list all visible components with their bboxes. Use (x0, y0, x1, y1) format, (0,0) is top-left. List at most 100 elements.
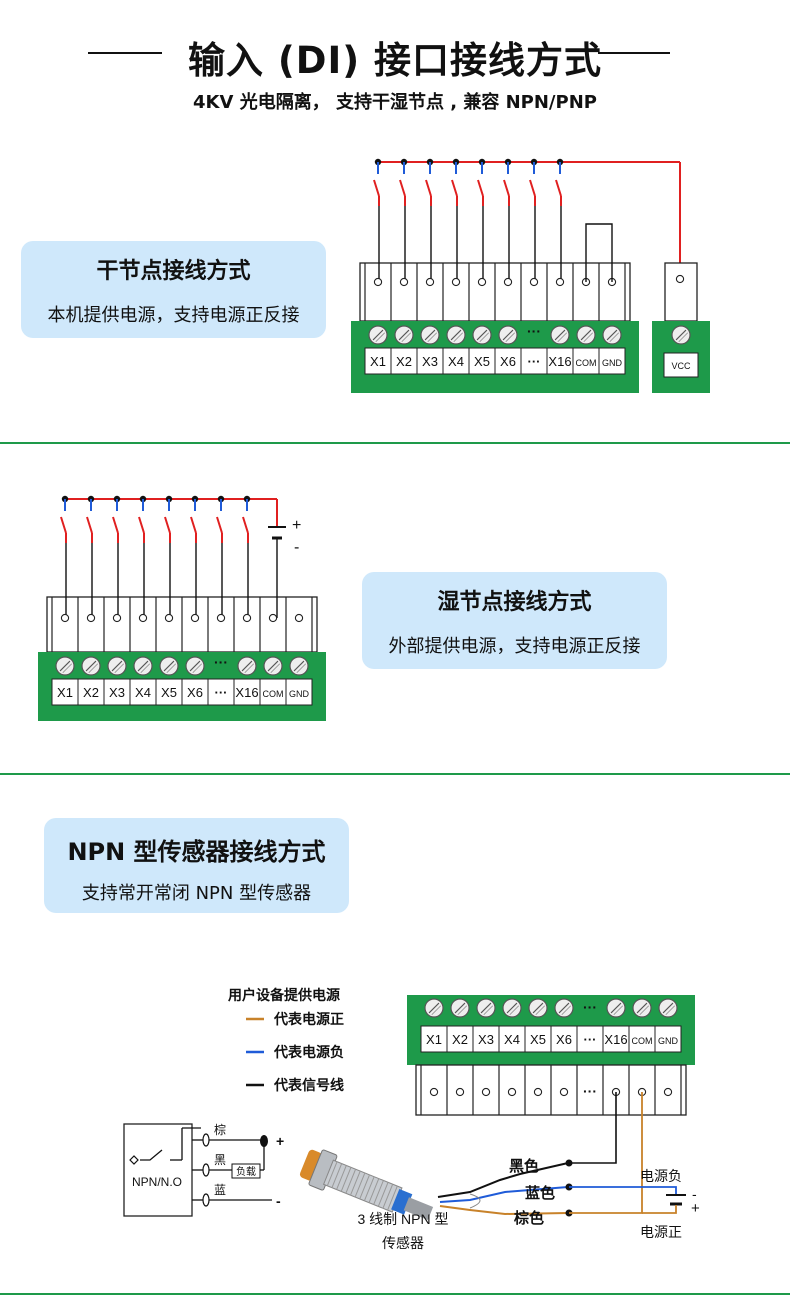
dry-com-gnd-jumper (585, 223, 613, 282)
terminal-hole (429, 1087, 439, 1097)
screw-slot (375, 332, 386, 343)
terminal-hole (529, 277, 539, 287)
terminal-hole (216, 613, 226, 623)
dry-switch-1-blade (373, 179, 380, 197)
terminal-hole (373, 277, 383, 287)
terminal-label-com: COM (263, 689, 284, 699)
power-pos-label: 电源正 (640, 1224, 682, 1240)
screw-slot (114, 663, 125, 674)
wet-switch-5-blade (164, 516, 171, 534)
npn-terminal-label-x3: X3 (478, 1032, 494, 1047)
wire-label-brown: 棕色 (514, 1209, 544, 1227)
sensor-thread (382, 1183, 394, 1209)
dry-contact-desc: 本机提供电源，支持电源正反接 (47, 305, 300, 326)
sensor-thread (326, 1161, 338, 1187)
wet-contact-title: 湿节点接线方式 (437, 590, 592, 615)
terminal-screw (394, 325, 414, 345)
npn-terminal-label-x4: X4 (504, 1032, 520, 1047)
dry-switch-6-blade (503, 179, 510, 197)
legend-text: 代表电源正 (273, 1011, 344, 1027)
npn-sensor-card: NPN 型传感器接线方式 支持常开常闭 NPN 型传感器 (44, 818, 349, 913)
terminal-screw (263, 656, 283, 676)
sensor-pin (202, 1133, 210, 1147)
screw-slot (457, 1005, 468, 1016)
screw-slot (453, 332, 464, 343)
pin-label: 蓝 (214, 1183, 226, 1197)
battery-pos-wire (642, 1205, 677, 1214)
npn-terminal-label-x1: X1 (426, 1032, 442, 1047)
section-divider-3 (0, 1293, 790, 1295)
dry-contact-title: 干节点接线方式 (96, 259, 251, 284)
sensor-thread (340, 1167, 352, 1192)
dry-switch-2-blade (399, 179, 406, 197)
sensor-label-band (391, 1189, 413, 1215)
terminal-screw (368, 325, 388, 345)
screw-slot (609, 332, 620, 343)
title-rule-right (598, 52, 670, 54)
screw-slot (267, 660, 279, 672)
screw-slot (554, 329, 566, 341)
terminal-screw (476, 998, 496, 1018)
screw-slot (424, 329, 436, 341)
terminal-label-x6: X6 (500, 354, 516, 369)
terminal-screw (554, 998, 574, 1018)
wet-contact-desc: 外部提供电源，支持电源正反接 (388, 636, 641, 657)
terminal-screw (671, 325, 691, 345)
terminal-screw (446, 325, 466, 345)
cable-black (437, 1162, 569, 1198)
wet-switch-1-blade (60, 516, 67, 534)
terminal-screw (81, 656, 101, 676)
terminal-screw (185, 656, 205, 676)
screw-slot (111, 660, 123, 672)
terminal-label-x5: X5 (161, 685, 177, 700)
screw-slot (137, 660, 149, 672)
wet-switch-2-blade (86, 516, 93, 534)
terminal-hole (455, 1087, 465, 1097)
wire-label-black: 黑色 (509, 1157, 539, 1175)
minus-sign: - (276, 1193, 281, 1209)
screw-slot (662, 1002, 674, 1014)
vcc-label: VCC (671, 361, 691, 371)
page-title: 输入 (DI) 接口接线方式 (187, 39, 603, 82)
terminal-screw (133, 656, 153, 676)
terminal-screw (159, 656, 179, 676)
screw-slot (479, 332, 490, 343)
terminal-label-x2: X2 (396, 354, 412, 369)
npn-terminal-label-x6: X6 (556, 1032, 572, 1047)
screw-slot (506, 1002, 518, 1014)
terminal-screw (576, 325, 596, 345)
terminal-screw (420, 325, 440, 345)
screw-slot (427, 332, 438, 343)
battery-minus-sign: - (692, 1186, 697, 1202)
terminal-screw (450, 998, 470, 1018)
screw-slot (398, 329, 410, 341)
terminal-dot (260, 1135, 268, 1147)
terminal-hole (675, 274, 685, 284)
dry-switch-5-blade (477, 179, 484, 197)
legend-text: 代表信号线 (273, 1077, 344, 1093)
npn-terminal-label-···: ··· (584, 1032, 597, 1047)
screw-ellipsis: ··· (214, 654, 228, 670)
screw-slot (293, 660, 305, 672)
dry-switch-8-blade (555, 179, 562, 197)
header: 输入 (DI) 接口接线方式 4KV 光电隔离， 支持干湿节点 , 兼容 NPN… (0, 0, 790, 130)
diamond-icon (129, 1155, 139, 1165)
screw-slot (583, 332, 594, 343)
terminal-label-x3: X3 (422, 354, 438, 369)
power-neg-wire (569, 1186, 677, 1194)
terminal-hole (481, 1087, 491, 1097)
screw-slot (613, 1005, 624, 1016)
npn-sensor-desc: 支持常开常闭 NPN 型传感器 (81, 883, 312, 904)
terminal-screw (107, 656, 127, 676)
battery-plus-sign: + (691, 1200, 700, 1217)
terminal-label-x1: X1 (57, 685, 73, 700)
screw-slot (270, 663, 281, 674)
terminal-hole (190, 613, 200, 623)
sensor-pin (202, 1193, 210, 1207)
sensor-tail (403, 1197, 434, 1220)
terminal-screw (606, 998, 626, 1018)
sensor-thread (359, 1174, 370, 1200)
terminal-screw (424, 998, 444, 1018)
terminal-label-···: ··· (215, 685, 228, 700)
